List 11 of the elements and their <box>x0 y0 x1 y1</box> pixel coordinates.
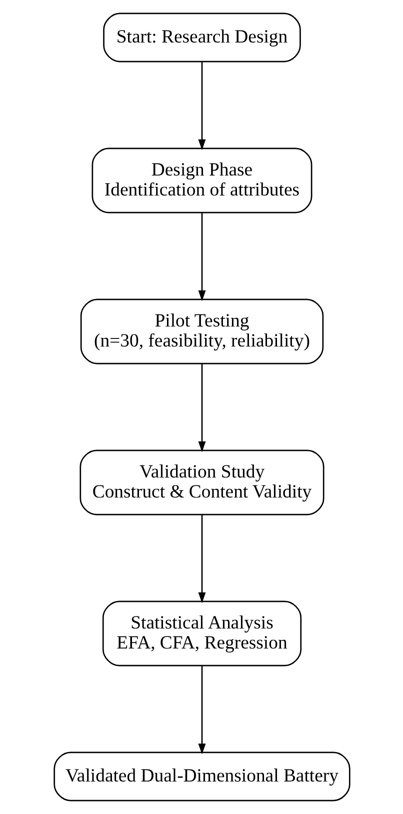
node-box: Statistical Analysis EFA, CFA, Regression <box>102 600 302 666</box>
node-box: Design Phase Identification of attributes <box>91 148 312 214</box>
node-box: Pilot Testing (n=30, feasibility, reliability) <box>80 298 324 364</box>
arrow <box>198 666 206 754</box>
arrow <box>198 364 206 452</box>
node-box: Start: Research Design <box>102 12 300 62</box>
arrow <box>198 62 206 150</box>
node-box: Validation Study Construct & Content Validity <box>79 450 324 516</box>
arrow <box>198 514 206 604</box>
arrow <box>198 212 206 302</box>
node-box: Validated Dual-Dimensional Battery <box>53 752 350 802</box>
